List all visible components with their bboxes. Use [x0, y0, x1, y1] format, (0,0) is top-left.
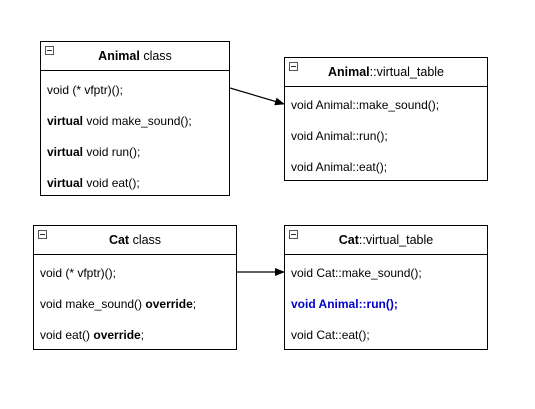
animal-class-box[interactable]: Animal class void (* vfptr)(); virtual v… [40, 41, 230, 196]
cat-vtable-entry-eat: void Cat::eat(); [291, 328, 370, 342]
cat-member-eat: void eat() override; [40, 328, 145, 342]
animal-vtable-title: Animal::virtual_table [327, 65, 445, 79]
animal-class-title: Animal class [98, 49, 172, 63]
collapse-icon[interactable] [38, 230, 47, 239]
cat-class-header[interactable]: Cat class [34, 226, 236, 255]
cat-class-box[interactable]: Cat class void (* vfptr)(); void make_so… [33, 225, 237, 350]
collapse-icon[interactable] [45, 46, 54, 55]
animal-vtable-header[interactable]: Animal::virtual_table [285, 58, 487, 87]
cat-vtable-box[interactable]: Cat::virtual_table void Cat::make_sound(… [284, 225, 488, 350]
animal-vtable-entry-eat: void Animal::eat(); [291, 160, 388, 174]
animal-vtable-entry-make-sound: void Animal::make_sound(); [291, 98, 440, 112]
cat-vtable-title: Cat::virtual_table [338, 233, 434, 247]
cat-member-vfptr: void (* vfptr)(); [40, 266, 117, 280]
arrow-animal-vfptr-to-vtable [229, 87, 285, 106]
cat-vtable-header[interactable]: Cat::virtual_table [285, 226, 487, 255]
cat-vtable-entry-run-inherited: void Animal::run(); [291, 297, 398, 311]
animal-vtable-entry-run: void Animal::run(); [291, 129, 388, 143]
animal-class-header[interactable]: Animal class [41, 42, 229, 71]
animal-member-vfptr: void (* vfptr)(); [47, 83, 124, 97]
animal-vtable-box[interactable]: Animal::virtual_table void Animal::make_… [284, 57, 488, 181]
cat-member-make-sound: void make_sound() override; [40, 297, 197, 311]
collapse-icon[interactable] [289, 62, 298, 71]
animal-member-make-sound: virtual void make_sound(); [47, 114, 192, 128]
animal-member-eat: virtual void eat(); [47, 176, 140, 190]
collapse-icon[interactable] [289, 230, 298, 239]
animal-member-run: virtual void run(); [47, 145, 141, 159]
cat-vtable-entry-make-sound: void Cat::make_sound(); [291, 266, 422, 280]
cat-class-title: Cat class [108, 233, 162, 247]
